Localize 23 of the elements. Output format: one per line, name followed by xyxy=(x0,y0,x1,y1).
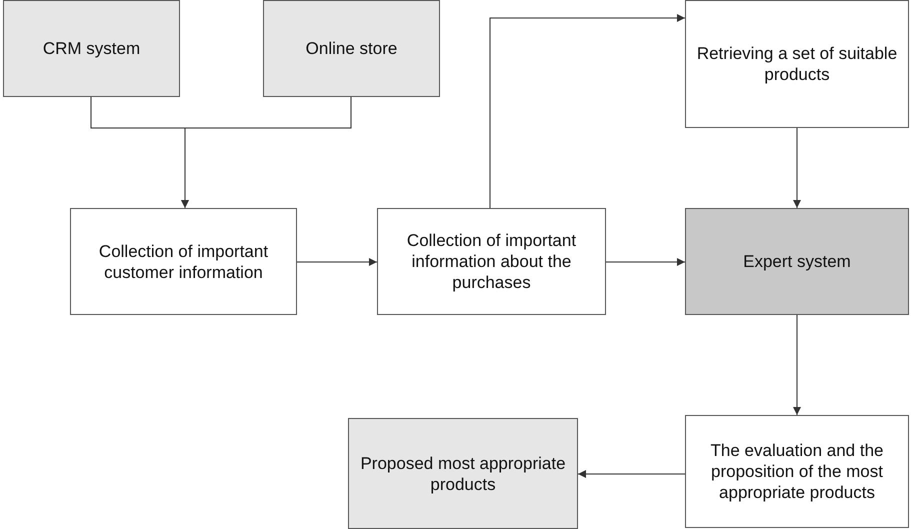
box-label: Expert system xyxy=(743,251,851,272)
box-label: Proposed most appropriate products xyxy=(359,452,567,494)
arrow xyxy=(181,96,352,208)
box-label: Collection of important customer information xyxy=(98,240,270,282)
arrow xyxy=(578,470,686,478)
arrow xyxy=(490,14,686,208)
box-label: Online store xyxy=(306,38,398,59)
box-label: Retrieving a set of suitable products xyxy=(696,43,898,85)
process-box xyxy=(70,208,297,315)
arrow xyxy=(606,258,686,266)
process-box xyxy=(3,0,180,97)
process-box xyxy=(348,418,578,529)
process-box xyxy=(685,0,909,128)
process-box xyxy=(263,0,440,97)
box-label: The evaluation and the proposition of the most appropriate products xyxy=(710,440,884,503)
process-box xyxy=(685,415,909,528)
arrow xyxy=(793,314,801,416)
box-label: CRM system xyxy=(42,38,140,59)
box-label: Collection of important information about the purchases xyxy=(406,230,578,293)
arrow xyxy=(793,128,801,208)
process-box xyxy=(685,208,909,315)
arrow xyxy=(296,258,378,266)
process-box xyxy=(377,208,606,315)
